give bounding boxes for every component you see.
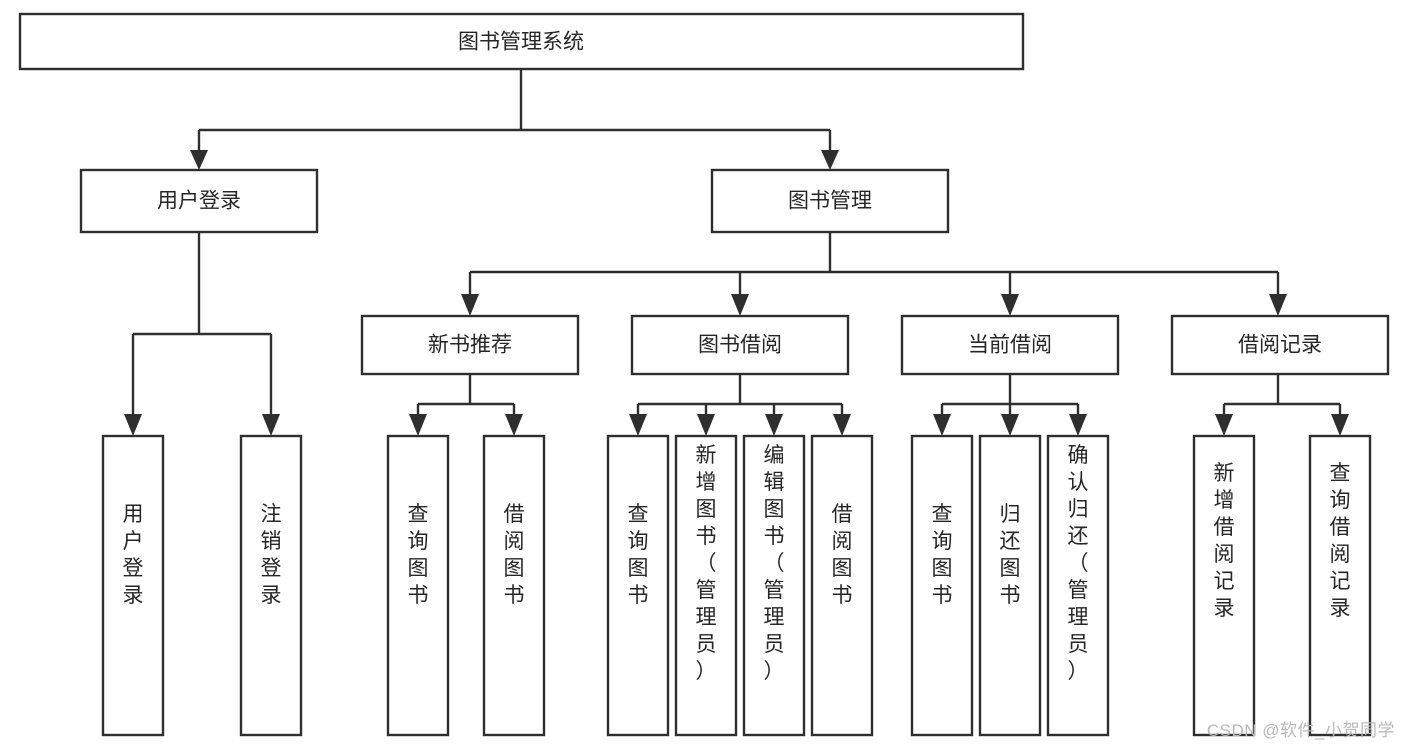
leaf-borrow-borrow-book-label: 借阅图书	[832, 503, 853, 607]
node-root-system-box[interactable]	[18, 12, 1025, 71]
leaf-newbook-query-book[interactable]: 查询图书	[386, 434, 450, 737]
leaf-newbook-query-book-label: 查询图书	[408, 503, 429, 607]
leaf-record-add-record-box[interactable]	[1192, 434, 1256, 737]
node-current-borrow-box[interactable]	[900, 314, 1120, 376]
node-book-borrow-label: 图书借阅	[698, 334, 782, 357]
leaf-current-query-book-box[interactable]	[910, 434, 974, 737]
node-user-login[interactable]: 用户登录	[79, 168, 319, 234]
arrowhead-leaf-logout	[262, 414, 280, 436]
leaf-record-query-record[interactable]: 查询借阅记录	[1308, 434, 1372, 737]
leaf-record-query-record-label: 查询借阅记录	[1330, 462, 1351, 620]
leaf-current-return-book[interactable]: 归还图书	[978, 434, 1042, 737]
arrowhead-newbook-leaf2	[505, 414, 523, 436]
leaf-borrow-borrow-book-box[interactable]	[810, 434, 874, 737]
leaf-borrow-query-book[interactable]: 查询图书	[606, 434, 670, 737]
connector-layer	[124, 69, 1349, 436]
node-user-login-box[interactable]	[79, 168, 319, 234]
leaf-borrow-add-book-admin-box[interactable]	[674, 434, 738, 737]
leaf-record-query-record-box[interactable]	[1308, 434, 1372, 737]
leaf-current-return-book-label: 归还图书	[1000, 503, 1021, 607]
node-book-borrow[interactable]: 图书借阅	[630, 314, 850, 376]
arrowhead-borrow-leaf1	[629, 414, 647, 436]
leaf-current-confirm-return-admin-label: 确认归还（管理员）	[1068, 444, 1089, 683]
node-new-book-recommend-box[interactable]	[360, 314, 580, 376]
arrowhead-current-leaf3	[1069, 414, 1087, 436]
arrowhead-borrow-leaf4	[833, 414, 851, 436]
leaf-borrow-edit-book-admin[interactable]: 编辑图书（管理员）	[742, 434, 806, 737]
node-book-management[interactable]: 图书管理	[710, 168, 950, 234]
leaf-borrow-query-book-box[interactable]	[606, 434, 670, 737]
node-current-borrow[interactable]: 当前借阅	[900, 314, 1120, 376]
leaf-logout[interactable]: 注销登录	[239, 434, 303, 737]
leaf-record-add-record[interactable]: 新增借阅记录	[1192, 434, 1256, 737]
leaf-borrow-borrow-book[interactable]: 借阅图书	[810, 434, 874, 737]
leaf-newbook-borrow-book-box[interactable]	[482, 434, 546, 737]
node-book-borrow-box[interactable]	[630, 314, 850, 376]
arrowhead-record	[1269, 294, 1287, 316]
leaf-borrow-edit-book-admin-label: 编辑图书（管理员）	[764, 444, 785, 683]
node-user-login-label: 用户登录	[157, 190, 241, 213]
leaf-user-login-box[interactable]	[101, 434, 165, 737]
arrowhead-record-leaf2	[1331, 414, 1349, 436]
arrowhead-user-login	[190, 150, 208, 170]
leaf-newbook-query-book-box[interactable]	[386, 434, 450, 737]
leaf-logout-box[interactable]	[239, 434, 303, 737]
node-root-system-label: 图书管理系统	[458, 31, 584, 54]
arrowhead-current-leaf1	[933, 414, 951, 436]
arrowhead-current-leaf2	[1001, 414, 1019, 436]
arrowhead-borrow-leaf2	[697, 414, 715, 436]
leaf-current-query-book-label: 查询图书	[932, 503, 953, 607]
leaf-current-return-book-box[interactable]	[978, 434, 1042, 737]
leaf-logout-label: 注销登录	[261, 503, 282, 607]
node-new-book-recommend[interactable]: 新书推荐	[360, 314, 580, 376]
leaf-newbook-borrow-book[interactable]: 借阅图书	[482, 434, 546, 737]
leaf-current-confirm-return-admin[interactable]: 确认归还（管理员）	[1046, 434, 1110, 737]
leaf-borrow-add-book-admin-label: 新增图书（管理员）	[696, 444, 717, 683]
leaf-user-login[interactable]: 用户登录	[101, 434, 165, 737]
arrowhead-record-leaf1	[1215, 414, 1233, 436]
leaf-borrow-edit-book-admin-box[interactable]	[742, 434, 806, 737]
arrowhead-newbook	[461, 294, 479, 316]
node-root-system[interactable]: 图书管理系统	[18, 12, 1025, 71]
arrowhead-leaf-user-login	[124, 414, 142, 436]
arrowhead-newbook-leaf1	[409, 414, 427, 436]
node-borrow-record-label: 借阅记录	[1238, 334, 1322, 357]
leaf-record-add-record-label: 新增借阅记录	[1214, 462, 1235, 620]
leaf-borrow-query-book-label: 查询图书	[628, 503, 649, 607]
csdn-watermark: CSDN @软件_小贺同学	[1206, 721, 1395, 740]
node-borrow-record[interactable]: 借阅记录	[1170, 314, 1390, 376]
node-book-management-label: 图书管理	[788, 190, 872, 213]
node-new-book-recommend-label: 新书推荐	[428, 334, 512, 357]
leaf-newbook-borrow-book-label: 借阅图书	[504, 503, 525, 607]
arrowhead-current	[1001, 294, 1019, 316]
node-book-management-box[interactable]	[710, 168, 950, 234]
node-current-borrow-label: 当前借阅	[968, 334, 1052, 357]
leaf-current-query-book[interactable]: 查询图书	[910, 434, 974, 737]
node-borrow-record-box[interactable]	[1170, 314, 1390, 376]
leaf-user-login-label: 用户登录	[123, 503, 144, 607]
arrowhead-borrow-leaf3	[765, 414, 783, 436]
arrowhead-borrow	[731, 294, 749, 316]
arrowhead-book-mgmt	[821, 150, 839, 170]
leaf-current-confirm-return-admin-box[interactable]	[1046, 434, 1110, 737]
leaf-borrow-add-book-admin[interactable]: 新增图书（管理员）	[674, 434, 738, 737]
